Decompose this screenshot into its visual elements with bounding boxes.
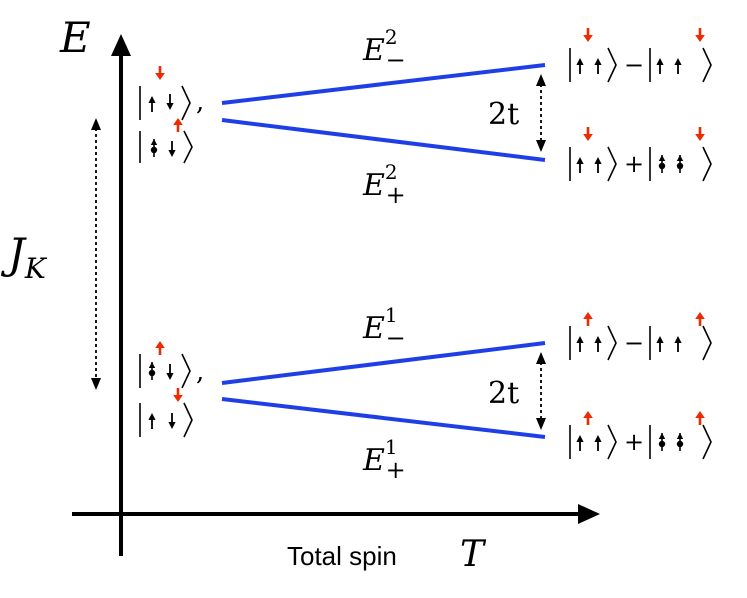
svg-text:,: , [196,87,204,117]
ket-lower-left-1: , [139,339,204,389]
splitting-upper-label: 2t [488,97,519,132]
ket-upper-left-2 [139,116,193,164]
ket-lower-right-minus: − [569,310,712,361]
level-lower-plus [221,397,546,439]
level-lower-minus [221,341,546,385]
splitting-lower-arrow-bottom-icon [536,418,546,430]
y-axis-label: E [59,13,91,62]
level-upper-plus [221,118,546,162]
kondo-gap-arrow-bottom-icon [91,378,101,390]
ket-lower-right-plus: + [569,409,712,460]
kondo-coupling-label: JK [0,229,48,285]
level-upper-minus [221,63,546,105]
label-upper-minus: E2− [362,25,406,74]
svg-text:−: − [624,51,644,79]
label-lower-plus: E1+ [362,435,406,484]
ket-upper-right-minus: − [569,26,712,83]
svg-text:−: − [624,329,644,357]
x-axis-label: Total spin [287,541,397,571]
label-upper-plus: E2+ [362,160,406,209]
x-axis-symbol: T [460,534,487,575]
splitting-lower-label: 2t [488,376,519,411]
splitting-upper-arrow-top-icon [536,74,546,86]
svg-text:+: + [624,150,644,178]
svg-text:+: + [624,428,644,456]
x-axis-arrowhead-icon [578,504,600,524]
y-axis-arrowhead-icon [111,34,131,56]
label-lower-minus: E1− [362,303,406,352]
kondo-gap-arrow-top-icon [91,118,101,130]
ket-upper-right-plus: + [569,125,712,182]
splitting-lower-arrow-top-icon [536,352,546,364]
ket-lower-left-2 [139,386,193,438]
svg-text:,: , [196,357,204,387]
ket-upper-left-1: , [139,64,204,121]
splitting-upper-arrow-bottom-icon [536,140,546,152]
